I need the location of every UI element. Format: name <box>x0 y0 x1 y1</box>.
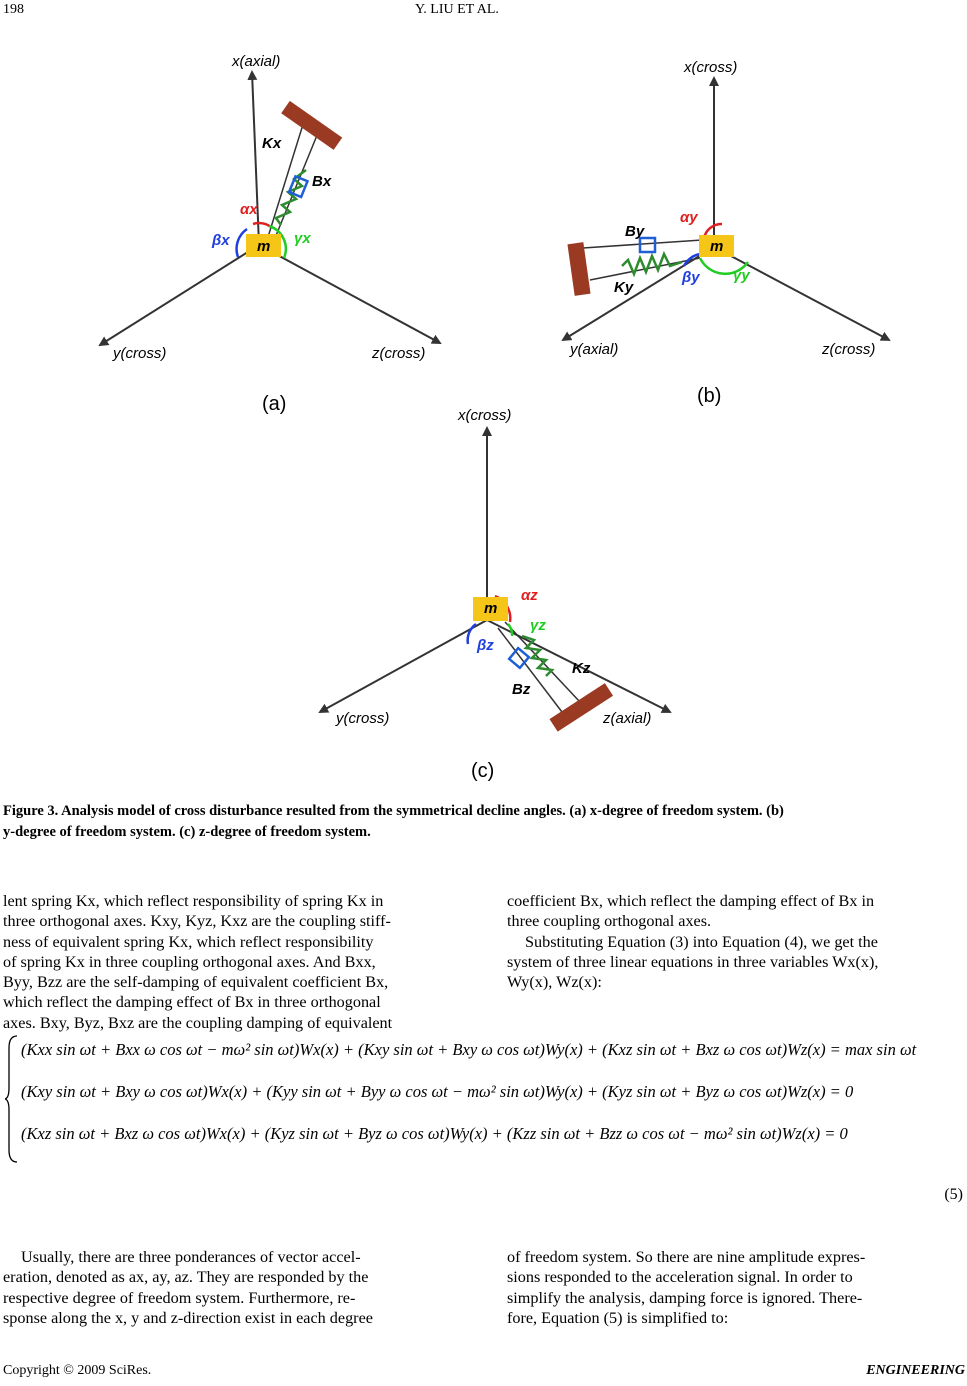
text-line: sions responded to the acceleration sign… <box>507 1268 853 1287</box>
axis-y-a <box>98 244 260 347</box>
equation-row-2: (Kxy sin ωt + Bxy ω cos ωt)Wx(x) + (Kyy … <box>21 1082 854 1101</box>
spring-c <box>521 634 555 677</box>
text-line: system of three linear equations in thre… <box>507 952 879 971</box>
spring-label-b: Ky <box>614 279 634 296</box>
beta-label-b: βy <box>681 269 700 286</box>
footer-journal: ENGINEERING <box>866 1363 965 1378</box>
alpha-label-b: αy <box>680 209 698 226</box>
equation-row-1: (Kxx sin ωt + Bxx ω cos ωt − mω² sin ωt)… <box>21 1040 917 1059</box>
damper-rail-b <box>582 239 703 249</box>
right-column-bottom: of freedom system. So there are nine amp… <box>507 1247 966 1328</box>
text-line: Wy(x), Wz(x): <box>507 973 602 992</box>
beta-label-c: βz <box>476 637 494 654</box>
axis-x-label-c: x(cross) <box>457 407 511 424</box>
text-line: of spring Kx in three coupling orthogona… <box>3 952 376 971</box>
panel-c: m Kz Bz αz βz γz x(cross) y(cross) z(axi… <box>318 407 672 782</box>
text-line: simplify the analysis, damping force is … <box>507 1288 863 1307</box>
axis-x-a <box>247 70 260 246</box>
left-column-top: lent spring Kx, which reflect responsibi… <box>3 891 462 1033</box>
axis-y-label-a: y(cross) <box>112 345 166 362</box>
gamma-label-c: γz <box>530 617 546 634</box>
wall-a <box>281 100 343 150</box>
spring-b <box>621 250 683 278</box>
text-line: three coupling orthogonal axes. <box>507 912 712 931</box>
damper-c <box>507 646 531 670</box>
figure-caption: Figure 3. Analysis model of cross distur… <box>3 801 965 843</box>
arc-beta-c <box>466 622 477 645</box>
spring-label-a: Kx <box>262 135 282 152</box>
panel-b: m By Ky αy βy γy x(cross) y(axial) z(cro… <box>561 59 891 407</box>
equation-5: (Kxx sin ωt + Bxx ω cos ωt − mω² sin ωt)… <box>5 1032 965 1203</box>
running-title: Y. LIU ET AL. <box>415 2 499 17</box>
footer-copyright: Copyright © 2009 SciRes. <box>3 1363 152 1378</box>
spring-rail-a <box>267 117 306 238</box>
axis-x-label-b: x(cross) <box>683 59 737 76</box>
axis-z-label-b: z(cross) <box>821 341 875 358</box>
figure-3: m Kx Bx αx βx γx x(axial) y(cross) z(cro… <box>98 53 891 782</box>
gamma-label-a: γx <box>294 230 311 247</box>
text-line: Substituting Equation (3) into Equation … <box>525 932 878 951</box>
mass-label-c: m <box>484 600 497 617</box>
gamma-label-b: γy <box>733 267 750 284</box>
damper-rail-c <box>497 627 563 713</box>
caption-line-1: Figure 3. Analysis model of cross distur… <box>3 803 784 819</box>
axis-y-label-c: y(cross) <box>335 710 389 727</box>
mass-label-a: m <box>257 238 270 255</box>
damper-label-b: By <box>625 223 645 240</box>
panel-tag-a: (a) <box>262 393 286 415</box>
axis-y-b <box>561 246 715 342</box>
damper-label-a: Bx <box>312 173 332 190</box>
damper-a <box>287 174 310 199</box>
text-line: three orthogonal axes. Kxy, Kyz, Kxz are… <box>3 912 391 931</box>
text-line: fore, Equation (5) is simplified to: <box>507 1308 729 1327</box>
arc-beta-b <box>682 252 701 267</box>
mass-c <box>473 597 508 621</box>
text-line: coefficient Bx, which reflect the dampin… <box>507 892 875 910</box>
text-line: respective degree of freedom system. Fur… <box>3 1288 356 1307</box>
equation-number: (5) <box>944 1186 963 1203</box>
arc-alpha-a <box>252 221 272 229</box>
panel-tag-c: (c) <box>471 760 494 782</box>
page-number: 198 <box>3 2 24 17</box>
spring-a <box>274 169 307 226</box>
arc-gamma-b <box>698 257 750 275</box>
damper-b <box>638 236 657 254</box>
axis-z-a <box>258 244 442 344</box>
spring-label-c: Kz <box>572 660 591 677</box>
damper-label-c: Bz <box>512 681 531 698</box>
mass-label-b: m <box>710 238 723 255</box>
mass-b <box>699 235 734 257</box>
arc-gamma-c <box>506 623 514 637</box>
axis-y-label-b: y(axial) <box>569 341 618 358</box>
panel-a: m Kx Bx αx βx γx x(axial) y(cross) z(cro… <box>98 53 442 415</box>
axis-z-b <box>713 246 891 341</box>
equation-row-3: (Kxz sin ωt + Bxz ω cos ωt)Wx(x) + (Kyz … <box>21 1124 848 1143</box>
text-line: which reflect the damping effect of Bx i… <box>3 993 381 1012</box>
panel-tag-b: (b) <box>697 385 721 407</box>
axis-x-label-a: x(axial) <box>231 53 280 70</box>
wall-c <box>549 683 614 732</box>
text-line: axes. Bxy, Byz, Bxz are the coupling dam… <box>3 1013 393 1032</box>
text-line: lent spring Kx, which reflect responsibi… <box>3 892 384 910</box>
text-line: Usually, there are three ponderances of … <box>21 1248 361 1266</box>
mass-a <box>246 234 281 257</box>
equation-brace <box>5 1035 18 1163</box>
arc-gamma-a <box>268 224 288 259</box>
axis-y-c <box>318 619 488 713</box>
wall-b <box>567 242 591 296</box>
axis-z-label-a: z(cross) <box>371 345 425 362</box>
left-column-bottom: Usually, there are three ponderances of … <box>3 1247 462 1328</box>
beta-label-a: βx <box>211 232 230 249</box>
text-line: ness of equivalent spring Kx, which refl… <box>3 932 374 951</box>
caption-line-2: y-degree of freedom system. (c) z-degree… <box>3 824 371 840</box>
text-line: of freedom system. So there are nine amp… <box>507 1248 866 1266</box>
alpha-label-a: αx <box>240 201 258 218</box>
text-line: eration, denoted as ax, ay, az. They are… <box>3 1268 369 1287</box>
arc-beta-a <box>235 227 248 258</box>
text-line: Byy, Bzz are the self-damping of equival… <box>3 973 389 992</box>
right-column-top: coefficient Bx, which reflect the dampin… <box>507 891 966 992</box>
text-line: sponse along the x, y and z-direction ex… <box>3 1308 373 1327</box>
alpha-label-c: αz <box>521 587 538 604</box>
axis-z-label-c: z(axial) <box>602 710 651 727</box>
